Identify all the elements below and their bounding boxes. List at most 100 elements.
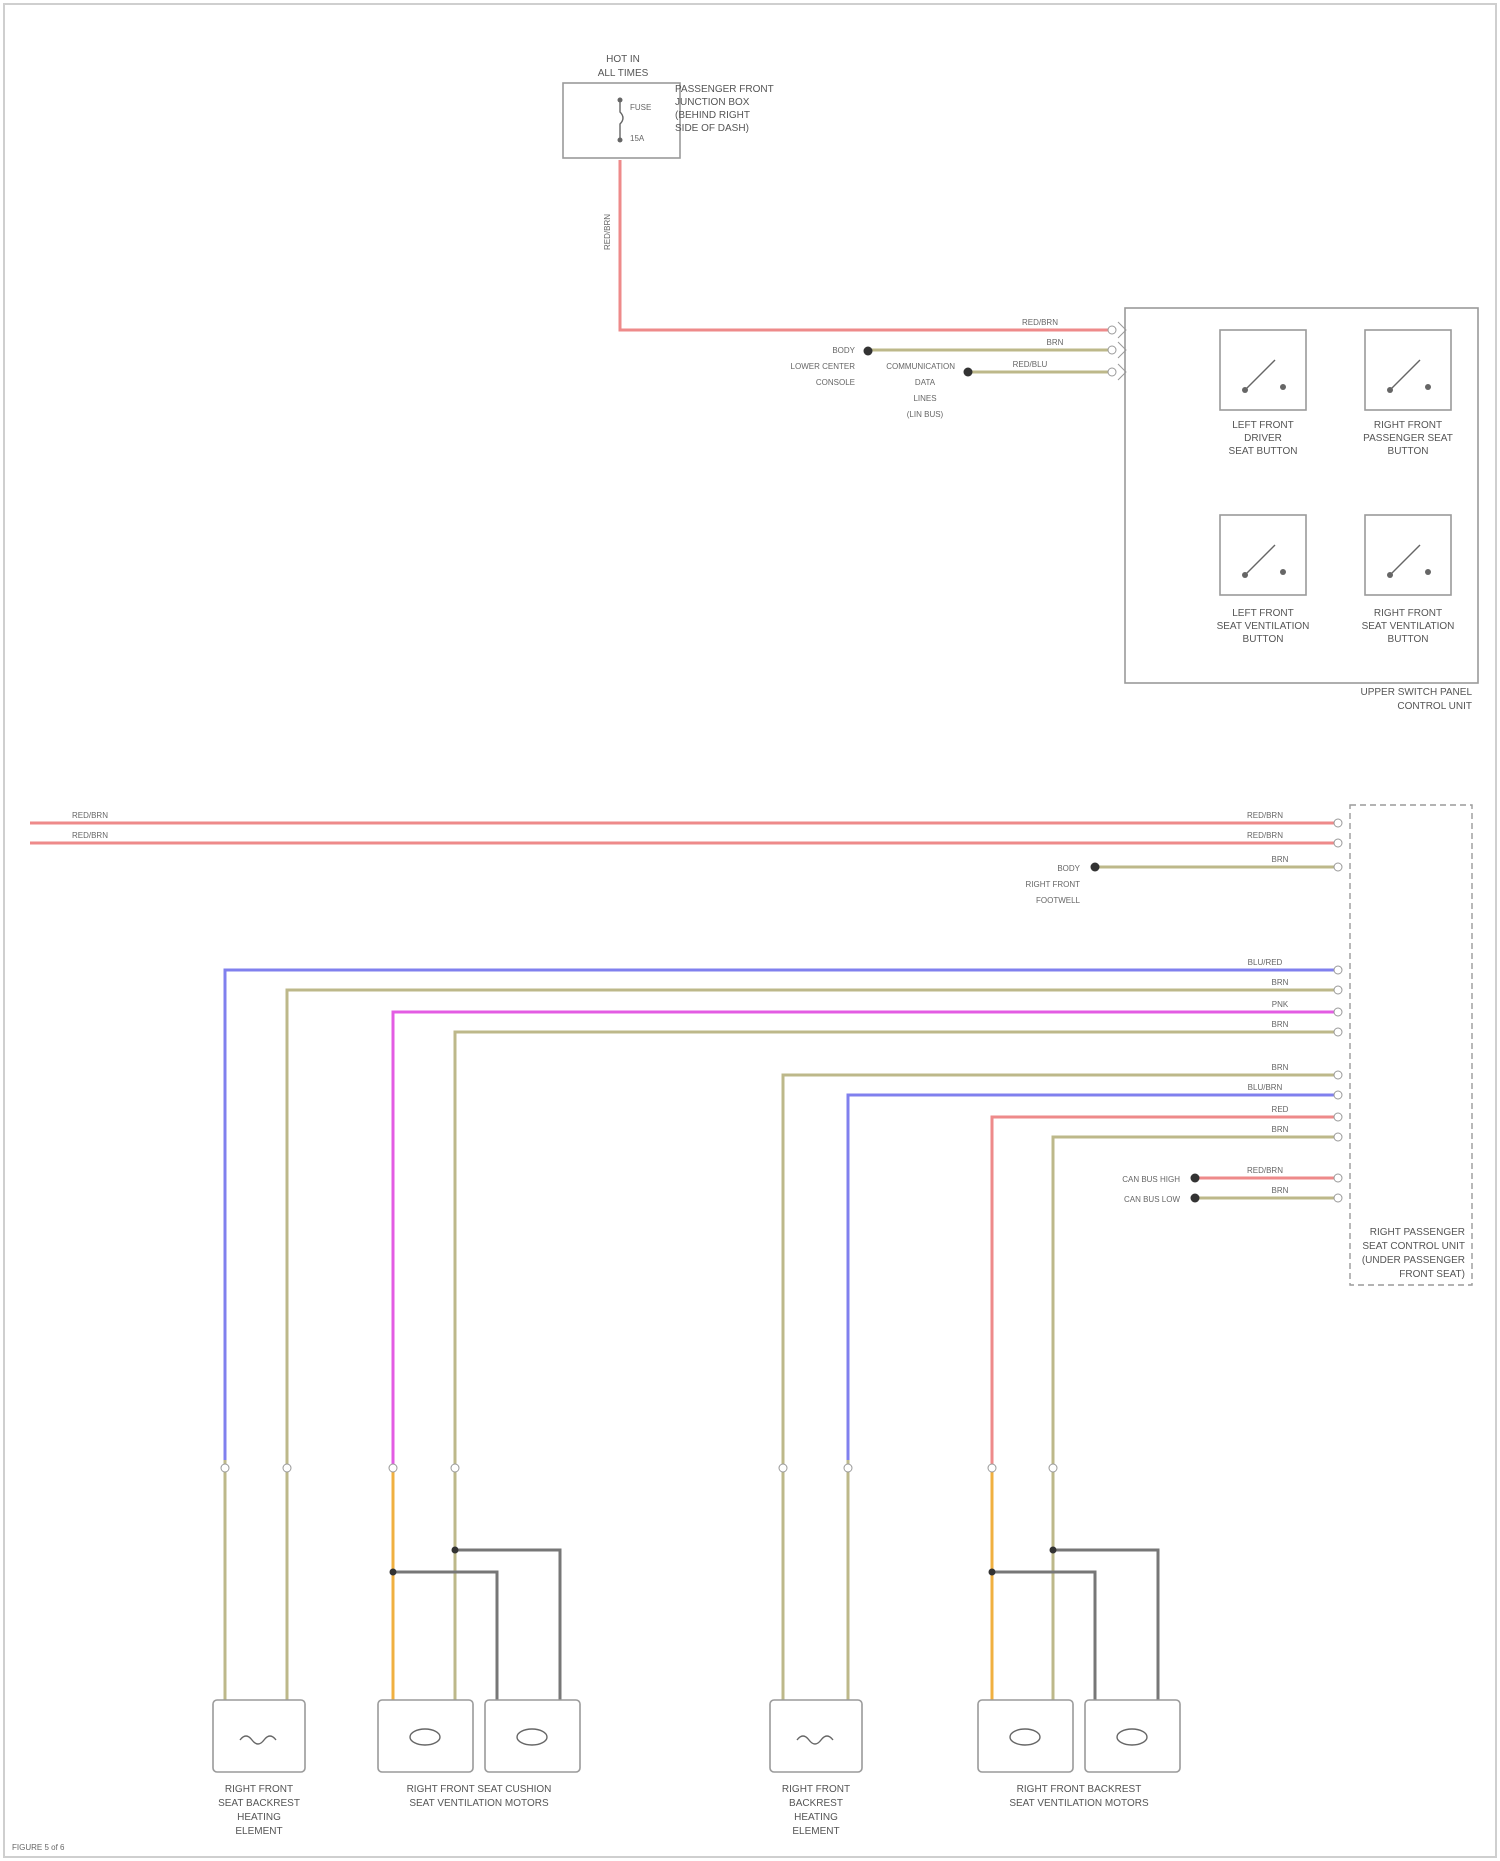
sig-label-1: BLU/RED xyxy=(1248,958,1283,967)
wire-fuse-feed-label: RED/BRN xyxy=(603,214,612,250)
fuse-box-desc-4: SIDE OF DASH) xyxy=(675,123,749,134)
panel-comm-label-1: COMMUNICATION xyxy=(886,362,955,371)
panel-wire-label-1: RED/BRN xyxy=(1022,318,1058,327)
component-3-label-1: RIGHT FRONT xyxy=(782,1784,850,1795)
fuse-amp: 15A xyxy=(630,134,645,143)
heater-coil-2-icon xyxy=(797,1736,833,1744)
component-4-label-2: SEAT VENTILATION MOTORS xyxy=(1009,1798,1149,1809)
switch-panel: UPPER SWITCH PANEL CONTROL UNIT LEFT FRO… xyxy=(1125,308,1478,712)
component-2-label-2: SEAT VENTILATION MOTORS xyxy=(409,1798,549,1809)
power-label-right-3: BRN xyxy=(1272,855,1289,864)
module-ground-label-3: FOOTWELL xyxy=(1036,896,1081,905)
sig-label-5: BRN xyxy=(1272,1063,1289,1072)
component-1-label-1: RIGHT FRONT xyxy=(225,1784,293,1795)
switch-left-front-driver xyxy=(1220,330,1306,410)
switch-2-label-3: BUTTON xyxy=(1388,446,1429,457)
switch-4-label-3: BUTTON xyxy=(1388,634,1429,645)
ground-dot-2 xyxy=(1091,863,1100,872)
bus-label-low: CAN BUS LOW xyxy=(1124,1195,1180,1204)
switch-2-label-1: RIGHT FRONT xyxy=(1374,420,1442,431)
bus-dot-high xyxy=(1191,1174,1200,1183)
panel-comm-label-2: DATA xyxy=(915,378,936,387)
sig-label-4: BRN xyxy=(1272,1020,1289,1029)
switch-1-icon xyxy=(1245,360,1282,390)
bus-dot-low xyxy=(1191,1194,1200,1203)
sig-label-8: BRN xyxy=(1272,1125,1289,1134)
fuse-box-desc-2: JUNCTION BOX xyxy=(675,97,750,108)
power-label-left-2: RED/BRN xyxy=(72,831,108,840)
page-border xyxy=(4,4,1496,1857)
fuse-label: FUSE xyxy=(630,103,651,112)
component-3-label-2: BACKREST xyxy=(789,1798,843,1809)
bus-wire-label-2: BRN xyxy=(1272,1186,1289,1195)
component-3-label-4: ELEMENT xyxy=(792,1826,839,1837)
splice-dot-1 xyxy=(964,368,973,377)
heater-element-1 xyxy=(213,1700,305,1772)
wire-sig-3 xyxy=(393,1012,1335,1470)
power-label-right-1: RED/BRN xyxy=(1247,811,1283,820)
power-label-right-2: RED/BRN xyxy=(1247,831,1283,840)
component-1-label-3: HEATING xyxy=(237,1812,281,1823)
switch-2-icon xyxy=(1390,360,1420,390)
switch-3-label-1: LEFT FRONT xyxy=(1232,608,1293,619)
switch-right-front-ventilation xyxy=(1365,515,1451,595)
switch-right-front-passenger xyxy=(1365,330,1451,410)
panel-wire-label-2: BRN xyxy=(1047,338,1064,347)
switch-left-front-ventilation xyxy=(1220,515,1306,595)
switch-3-label-2: SEAT VENTILATION xyxy=(1217,621,1310,632)
wire-sig-8 xyxy=(1053,1137,1335,1470)
inline-connectors xyxy=(221,1464,1057,1472)
component-2-label-1: RIGHT FRONT SEAT CUSHION xyxy=(407,1784,552,1795)
module-connector-pins xyxy=(1334,819,1342,1202)
control-module-outline xyxy=(1350,805,1472,1285)
sig-label-3: PNK xyxy=(1272,1000,1289,1009)
fan-icon xyxy=(1117,1729,1147,1745)
vent-motors-b xyxy=(978,1700,1180,1772)
module-ground-label-1: BODY xyxy=(1057,864,1080,873)
wire-sig-2 xyxy=(287,990,1335,1460)
panel-ground-label-1: BODY xyxy=(832,346,855,355)
wire-sig-7 xyxy=(992,1117,1335,1470)
control-module: RIGHT PASSENGER SEAT CONTROL UNIT (UNDER… xyxy=(1350,805,1472,1285)
power-label-left-1: RED/BRN xyxy=(72,811,108,820)
fuse-symbol-icon xyxy=(620,100,623,140)
heater-coil-1-icon xyxy=(240,1736,276,1744)
switch-panel-label-2: CONTROL UNIT xyxy=(1397,701,1472,712)
panel-wire-label-3: RED/BLU xyxy=(1013,360,1048,369)
sig-label-7: RED xyxy=(1272,1105,1289,1114)
fuse-box-outline xyxy=(563,83,680,158)
switch-2-label-2: PASSENGER SEAT xyxy=(1363,433,1453,444)
control-module-label-4: FRONT SEAT) xyxy=(1399,1269,1465,1280)
footer-label: FIGURE 5 of 6 xyxy=(12,1843,65,1852)
bus-label-high: CAN BUS HIGH xyxy=(1122,1175,1180,1184)
fuse-box-desc-3: (BEHIND RIGHT xyxy=(675,110,750,121)
fan-icon xyxy=(517,1729,547,1745)
wire-sig-6 xyxy=(848,1095,1335,1460)
switch-4-label-2: SEAT VENTILATION xyxy=(1362,621,1455,632)
control-module-label-2: SEAT CONTROL UNIT xyxy=(1362,1241,1465,1252)
control-module-label-3: (UNDER PASSENGER xyxy=(1362,1255,1465,1266)
vent-motors-a xyxy=(378,1700,580,1772)
sig-label-2: BRN xyxy=(1272,978,1289,987)
ground-dot-1 xyxy=(864,347,873,356)
wire-vent-b-3 xyxy=(992,1572,1095,1700)
control-module-label-1: RIGHT PASSENGER xyxy=(1370,1227,1465,1238)
switch-1-label-1: LEFT FRONT xyxy=(1232,420,1293,431)
fuse-box-title-1: HOT IN xyxy=(606,54,640,65)
component-1-label-2: SEAT BACKREST xyxy=(218,1798,300,1809)
panel-connector-pins xyxy=(1108,322,1126,380)
module-ground-label-2: RIGHT FRONT xyxy=(1025,880,1080,889)
component-1-label-4: ELEMENT xyxy=(235,1826,282,1837)
wire-vent-a-3 xyxy=(393,1572,497,1700)
wire-sig-4 xyxy=(455,1032,1335,1470)
fuse-box-desc-1: PASSENGER FRONT xyxy=(675,84,774,95)
component-3-label-3: HEATING xyxy=(794,1812,838,1823)
fuse-box: HOT IN ALL TIMES PASSENGER FRONT JUNCTIO… xyxy=(563,54,774,158)
switch-3-label-3: BUTTON xyxy=(1243,634,1284,645)
panel-ground-label-3: CONSOLE xyxy=(816,378,855,387)
switch-4-icon xyxy=(1390,545,1420,575)
fuse-box-title-2: ALL TIMES xyxy=(598,68,649,79)
heater-element-2 xyxy=(770,1700,862,1772)
panel-comm-label-3: LINES xyxy=(913,394,936,403)
